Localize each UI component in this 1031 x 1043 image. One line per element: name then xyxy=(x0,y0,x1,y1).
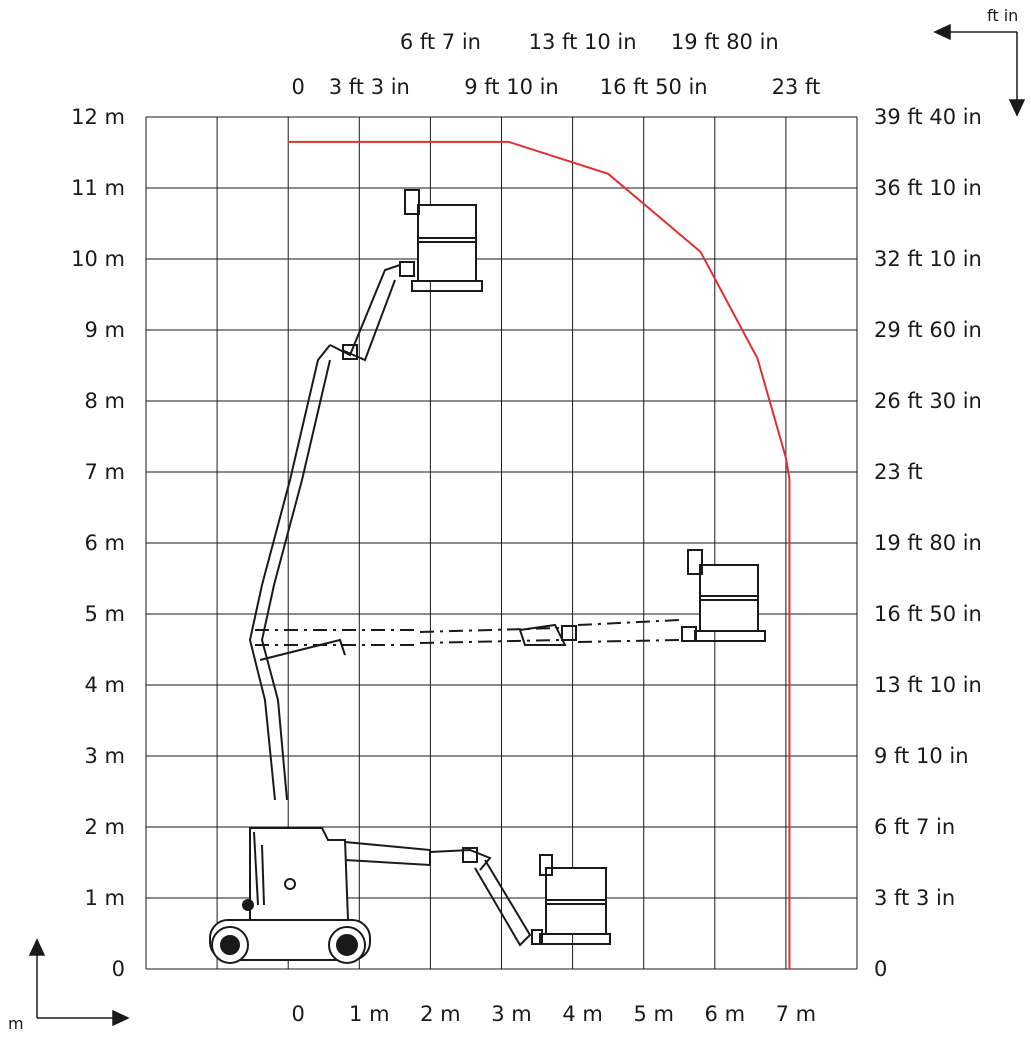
right-axis-tick-label: 23 ft xyxy=(874,460,923,484)
stowed-configuration xyxy=(209,827,611,964)
left-axis-tick-label: 12 m xyxy=(71,105,125,129)
top-axis-tick-label: 3 ft 3 in xyxy=(328,75,410,99)
bottom-axis-tick-label: 3 m xyxy=(491,1002,532,1026)
aerial-work-platform-drawing xyxy=(209,189,766,964)
left-axis-tick-label: 7 m xyxy=(84,460,126,484)
grid xyxy=(145,116,858,970)
left-axis-tick-label: 10 m xyxy=(71,247,125,271)
top-axis-tick-label: 23 ft xyxy=(771,75,821,99)
bottom-axis-tick-label: 2 m xyxy=(420,1002,461,1026)
right-axis-tick-label: 36 ft 10 in xyxy=(874,176,982,200)
left-axis-tick-label: 6 m xyxy=(84,531,126,555)
top-axis-tick-label: 19 ft 80 in xyxy=(670,30,779,54)
axis-unit-arrows xyxy=(28,23,1026,1027)
left-axis-tick-label: 3 m xyxy=(84,744,126,768)
top-axis-tick-label: 16 ft 50 in xyxy=(599,75,708,99)
bottom-axis-tick-label: 6 m xyxy=(704,1002,746,1026)
left-axis-tick-label: 2 m xyxy=(84,815,126,839)
right-axis-tick-label: 32 ft 10 in xyxy=(874,247,982,271)
right-axis-tick-label: 9 ft 10 in xyxy=(874,744,969,768)
right-axis-tick-label: 19 ft 80 in xyxy=(874,531,982,555)
right-axis-tick-label: 26 ft 30 in xyxy=(874,389,982,413)
left-axis-tick-label: 11 m xyxy=(71,176,125,200)
max-outreach-configuration xyxy=(255,549,766,661)
right-axis-tick-label: 39 ft 40 in xyxy=(874,105,982,129)
left-axis-tick-label: 0 xyxy=(111,957,125,981)
left-axis-tick-label: 4 m xyxy=(84,673,126,697)
right-axis-tick-label: 13 ft 10 in xyxy=(874,673,982,697)
max-height-configuration xyxy=(248,189,483,801)
ft-in-unit-label: ft in xyxy=(987,6,1019,25)
bottom-axis-tick-label: 7 m xyxy=(775,1002,817,1026)
top-axis-tick-label: 9 ft 10 in xyxy=(464,75,559,99)
right-axis-tick-label: 29 ft 60 in xyxy=(874,318,982,342)
right-axis-tick-label: 0 xyxy=(874,957,888,981)
bottom-axis-tick-label: 5 m xyxy=(633,1002,674,1026)
m-unit-label: m xyxy=(8,1014,24,1033)
bottom-axis-tick-label: 1 m xyxy=(349,1002,390,1026)
bottom-axis-tick-label: 0 xyxy=(291,1002,305,1026)
left-axis-tick-label: 1 m xyxy=(84,886,126,910)
top-axis-tick-label: 13 ft 10 in xyxy=(528,30,637,54)
right-axis-tick-label: 6 ft 7 in xyxy=(874,815,956,839)
top-axis-tick-label: 6 ft 7 in xyxy=(399,30,481,54)
top-axis-tick-label: 0 xyxy=(291,75,305,99)
left-axis-tick-label: 9 m xyxy=(84,318,126,342)
bottom-axis-tick-label: 4 m xyxy=(562,1002,603,1026)
right-axis-tick-label: 3 ft 3 in xyxy=(874,886,956,910)
left-axis-tick-label: 5 m xyxy=(84,602,126,626)
reach-envelope-line xyxy=(288,140,791,969)
left-axis-tick-label: 8 m xyxy=(84,389,126,413)
right-axis-tick-label: 16 ft 50 in xyxy=(874,602,982,626)
